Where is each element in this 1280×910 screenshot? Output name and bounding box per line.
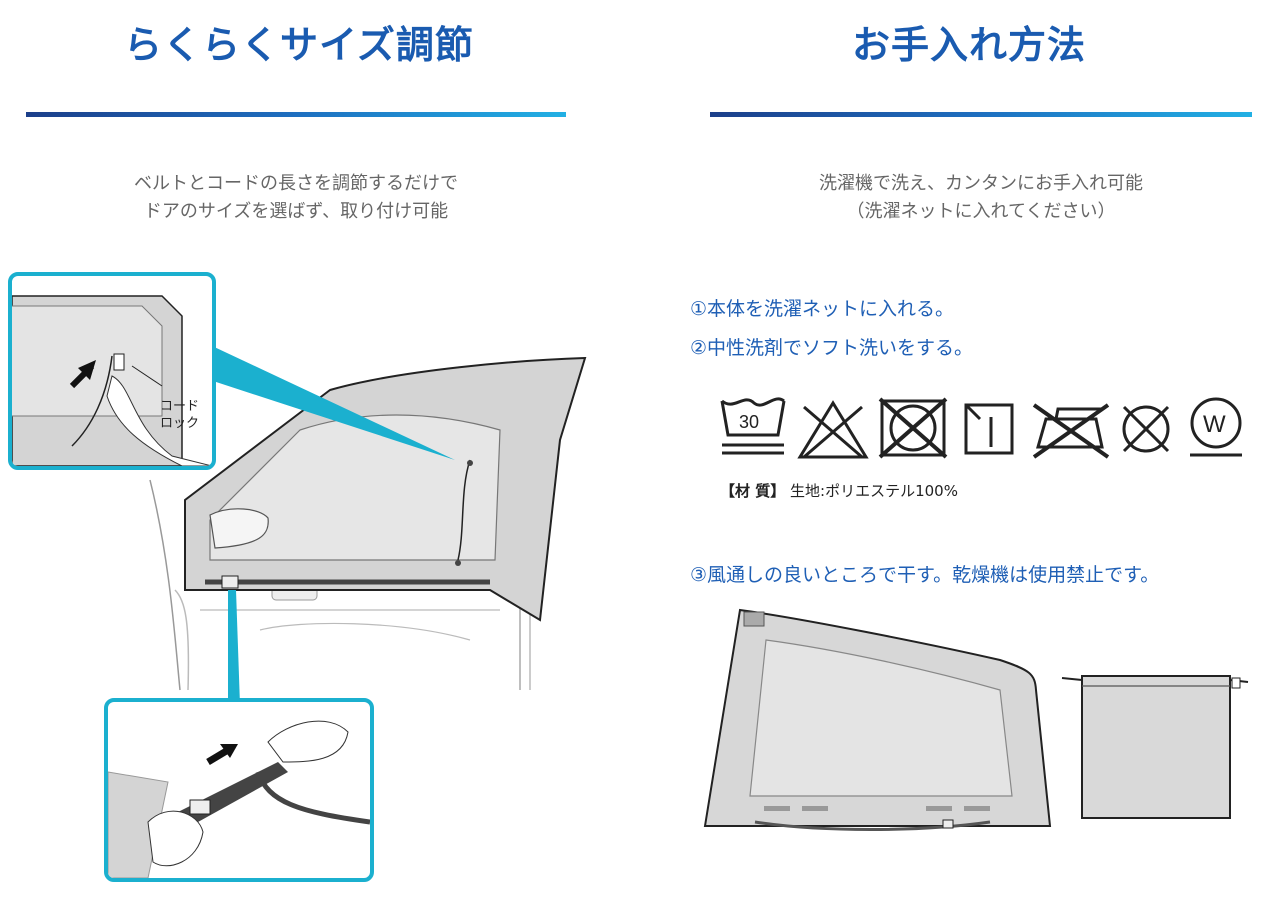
flat-cover-drawing (703, 608, 1052, 831)
left-title: らくらくサイズ調節 (124, 23, 474, 67)
material-line: 【材 質】 生地:ポリエステル100% (720, 480, 958, 501)
left-description: ベルトとコードの長さを調節するだけで ドアのサイズを選ばず、取り付け可能 (26, 170, 566, 226)
cord-lock-drawing (12, 295, 212, 466)
cord-lock-label: コード ロック (160, 398, 199, 432)
wet-clean-icon: W (1190, 397, 1242, 457)
car-door-illustration (149, 345, 587, 705)
belt-adjust-drawing (108, 720, 370, 878)
left-title-rule (26, 112, 566, 117)
no-bleach-icon (797, 400, 869, 459)
material-value: 生地:ポリエステル100% (790, 482, 958, 500)
line-dry-shade-icon (964, 403, 1014, 455)
material-label: 【材 質】 (720, 482, 786, 500)
cord-lock-label-line2: ロック (160, 416, 200, 431)
wash-30-icon: 30 (720, 397, 786, 455)
cord-lock-label-line1: コード (160, 399, 200, 414)
care-step-3: ③風通しの良いところで干す。乾燥機は使用禁止です。 (690, 564, 1160, 586)
care-step-2: ②中性洗剤でソフト洗いをする。 (690, 337, 974, 359)
no-iron-icon (1032, 403, 1110, 459)
no-dry-clean-icon (1122, 405, 1170, 453)
care-step-1: ①本体を洗濯ネットに入れる。 (690, 298, 955, 320)
storage-bag-drawing (1061, 675, 1249, 819)
left-desc-line2: ドアのサイズを選ばず、取り付け可能 (143, 201, 449, 222)
cover-and-bag-illustration (703, 608, 1249, 831)
left-desc-line1: ベルトとコードの長さを調節するだけで (134, 173, 458, 194)
right-title: お手入れ方法 (852, 23, 1087, 67)
no-tumble-dry-icon (878, 397, 948, 459)
wet-clean-mark: W (1203, 411, 1226, 438)
belt-adjust-inset (104, 698, 374, 882)
right-desc-line1: 洗濯機で洗え、カンタンにお手入れ可能 (819, 173, 1143, 194)
right-title-rule (710, 112, 1252, 117)
cord-lock-inset (8, 272, 216, 470)
care-symbols-row: 30 W (720, 397, 1242, 459)
right-desc-line2: （洗濯ネットに入れてください） (846, 201, 1116, 222)
wash-temp-text: 30 (739, 412, 759, 432)
right-description: 洗濯機で洗え、カンタンにお手入れ可能 （洗濯ネットに入れてください） (710, 170, 1252, 226)
